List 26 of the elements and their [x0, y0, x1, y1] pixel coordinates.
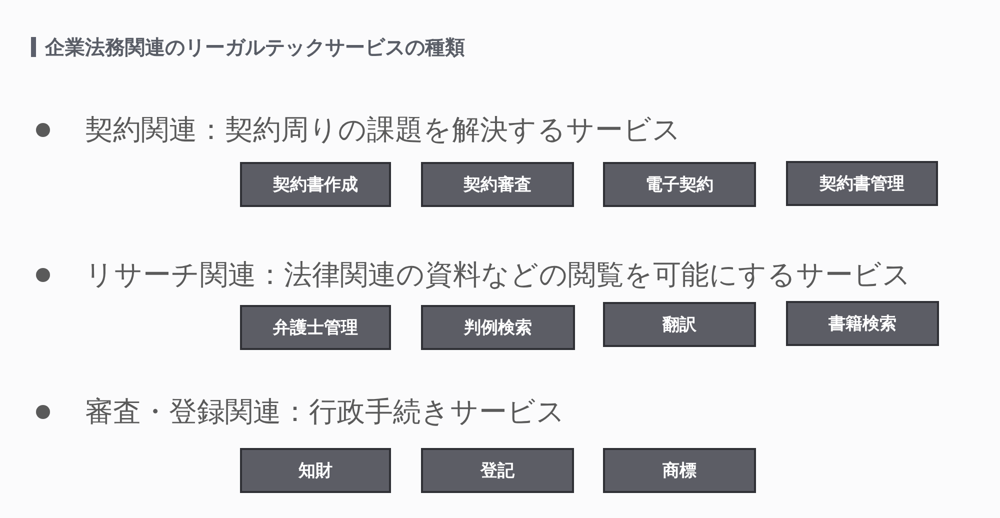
service-box [786, 301, 939, 346]
service-box [240, 305, 391, 350]
service-label: 契約書管理 [820, 173, 904, 195]
service-box [421, 162, 574, 207]
service-box [603, 162, 756, 207]
section-heading: 審査・登録関連：行政手続きサービス [85, 394, 565, 430]
section-heading: 契約関連：契約周りの課題を解決するサービス [85, 112, 681, 148]
service-box [603, 302, 756, 347]
service-box [421, 448, 574, 493]
service-box [421, 305, 575, 350]
service-box [603, 448, 756, 493]
service-label: 契約審査 [464, 174, 532, 196]
section-heading: リサーチ関連：法律関連の資料などの閲覧を可能にするサービス [85, 257, 911, 293]
service-box [240, 162, 391, 207]
service-label: 登記 [480, 460, 514, 482]
service-label: 書籍検索 [828, 313, 896, 335]
service-label: 弁護士管理 [273, 317, 358, 339]
service-label: 判例検索 [464, 317, 532, 339]
service-box [786, 161, 938, 206]
service-label: 知財 [298, 460, 332, 482]
title: 企業法務関連のリーガルテックサービスの種類 [45, 34, 465, 61]
service-box [240, 448, 391, 493]
service-label: 契約書作成 [273, 174, 358, 196]
service-label: 電子契約 [646, 174, 714, 196]
service-label: 商標 [662, 460, 696, 482]
service-label: 翻訳 [662, 314, 696, 336]
